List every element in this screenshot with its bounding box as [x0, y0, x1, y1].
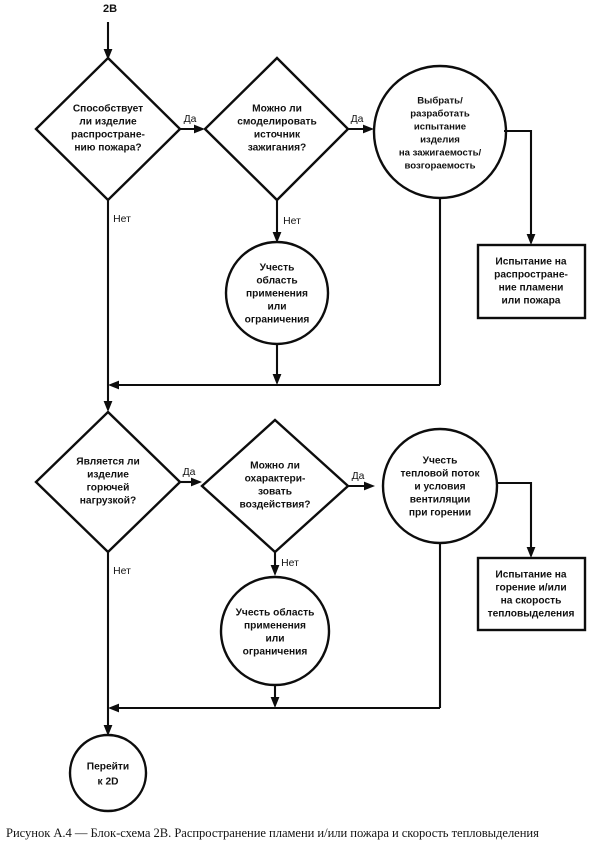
output-node-burning-hrr-test-line4: тепловыделения — [488, 609, 575, 620]
output-node-burning-hrr-test[interactable] — [476, 556, 587, 632]
process-node-consider-scope-upper-line4: или — [268, 302, 287, 313]
process-node-consider-scope-lower-line3: или — [266, 634, 285, 645]
process-node-consider-scope-upper-line3: применения — [246, 289, 308, 300]
process-node-heat-flux-ventilation-line4: вентиляции — [410, 495, 470, 506]
edge-merge1-d3-arrowhead — [103, 401, 113, 412]
edge-label-yes-4: Да — [352, 471, 365, 482]
process-node-consider-scope-lower-line2: применения — [244, 621, 306, 632]
entry-connector-group — [103, 22, 113, 60]
edge-d4-c3-arrowhead — [364, 481, 375, 491]
edge-label-yes-2: Да — [351, 114, 364, 125]
decision-node-fire-spread-line4: нию пожара? — [74, 143, 141, 154]
edge-label-yes-3: Да — [183, 467, 196, 478]
edge-d1-d2-arrowhead — [194, 124, 205, 134]
decision-node-model-ignition-source-line1: Можно ли — [252, 104, 302, 115]
edge-d2-c1-arrowhead — [363, 124, 374, 134]
decision-node-characterise-exposure-line1: Можно ли — [250, 461, 300, 472]
edge-c4-to-merge2 — [270, 685, 280, 708]
edge-label-no-1: Нет — [113, 214, 131, 225]
edge-c1-to-r1 — [504, 129, 536, 245]
decision-node-fire-load-line4: нагрузкой? — [80, 496, 136, 507]
process-node-consider-scope-upper-line5: ограничения — [245, 315, 310, 326]
process-node-consider-scope-lower-line1: Учесть область — [236, 607, 315, 619]
edge-c4-merge2-arrowhead — [270, 697, 280, 708]
edge-label-no-4: Нет — [281, 558, 299, 569]
edge-d1-to-d2 — [180, 124, 205, 134]
edge-d2-to-c1 — [348, 124, 374, 134]
terminal-node-go-to-2d-line1: Перейти — [87, 762, 129, 773]
entry-arrowhead — [103, 49, 113, 60]
process-node-select-ignitability-test-line3: испытание — [414, 122, 466, 133]
figure-caption: Рисунок А.4 — Блок-схема 2В. Распростран… — [6, 826, 539, 840]
decision-node-fire-load-line1: Является ли — [76, 457, 139, 468]
process-node-select-ignitability-test-line4: изделия — [420, 135, 460, 146]
edge-c1-r1-line — [504, 129, 533, 239]
edge-c2-to-merge1 — [272, 344, 282, 385]
process-node-select-ignitability-test-line5: на зажигаемость/ — [399, 148, 482, 159]
edge-label-no-3: Нет — [113, 566, 131, 577]
merge-bus-2-arrowhead — [108, 703, 119, 713]
edge-d4-to-c4 — [270, 552, 280, 576]
process-node-consider-scope-upper-line2: область — [256, 275, 297, 287]
decision-node-model-ignition-source-line3: источник — [254, 130, 301, 141]
decision-node-fire-load-line3: горючей — [87, 483, 130, 494]
edge-d2-to-c2 — [272, 200, 282, 243]
decision-node-characterise-exposure-line3: зовать — [258, 487, 292, 498]
merge-bus-2 — [108, 703, 440, 713]
edge-d3-to-d4 — [180, 477, 202, 487]
entry-label: 2B — [103, 3, 117, 15]
edge-c3-r2-line — [498, 481, 533, 552]
decision-node-model-ignition-source-line4: зажигания? — [248, 143, 307, 154]
decision-node-fire-spread-line1: Способствует — [73, 103, 143, 115]
edge-label-no-2: Нет — [283, 216, 301, 227]
output-node-flame-spread-test-line1: Испытание на — [495, 257, 567, 268]
edge-merge2-to-exit — [103, 708, 113, 736]
output-node-burning-hrr-test-line1: Испытание на — [495, 570, 567, 581]
output-node-burning-hrr-test-line3: на скорость — [501, 596, 562, 607]
edge-merge2-exit-arrowhead — [103, 725, 113, 736]
process-node-select-ignitability-test-line2: разработать — [410, 109, 470, 120]
edge-c3-to-r2 — [498, 481, 536, 558]
edge-c3-r2-arrowhead — [526, 547, 536, 558]
edge-label-yes-1: Да — [184, 114, 197, 125]
output-node-flame-spread-test[interactable] — [476, 243, 587, 320]
decision-node-fire-spread-line2: ли изделие — [79, 117, 137, 128]
process-node-heat-flux-ventilation-line3: и условия — [414, 482, 465, 493]
merge-bus-1-arrowhead — [108, 380, 119, 390]
edge-c1-r1-arrowhead — [526, 234, 536, 245]
merge-bus-1 — [108, 380, 440, 390]
edge-d4-c4-arrowhead — [270, 565, 280, 576]
decision-node-characterise-exposure-line4: воздействия? — [239, 500, 310, 511]
edge-merge1-to-d3 — [103, 385, 113, 412]
edge-d2-c2-arrowhead — [272, 232, 282, 243]
output-node-burning-hrr-test-line2: горение и/или — [495, 583, 566, 594]
edge-d3-d4-arrowhead — [191, 477, 202, 487]
output-node-flame-spread-test-line4: или пожара — [502, 296, 561, 307]
decision-node-fire-spread-line3: распростране- — [71, 130, 145, 141]
process-node-heat-flux-ventilation-line1: Учесть — [423, 456, 458, 467]
output-node-flame-spread-test-line3: ние пламени — [499, 283, 564, 294]
process-node-select-ignitability-test-line1: Выбрать/ — [417, 96, 463, 107]
process-node-consider-scope-lower-line4: ограничения — [243, 647, 308, 658]
process-node-consider-scope-upper-line1: Учесть — [260, 263, 295, 274]
output-node-flame-spread-test-line2: распростране- — [494, 270, 568, 281]
terminal-node-go-to-2d[interactable] — [68, 733, 148, 813]
decision-node-model-ignition-source-line2: смоделировать — [237, 117, 317, 128]
process-node-heat-flux-ventilation-line2: тепловой поток — [400, 469, 480, 480]
process-node-heat-flux-ventilation-line5: при горении — [409, 508, 471, 519]
terminal-node-go-to-2d-line2: к 2D — [98, 777, 119, 788]
decision-node-fire-load-line2: изделие — [87, 470, 129, 481]
edge-c2-merge1-arrowhead — [272, 374, 282, 385]
process-node-select-ignitability-test-line6: возгораемость — [404, 161, 475, 172]
decision-node-characterise-exposure-line2: охарактери- — [245, 474, 306, 485]
edge-d4-to-c3 — [348, 481, 375, 491]
